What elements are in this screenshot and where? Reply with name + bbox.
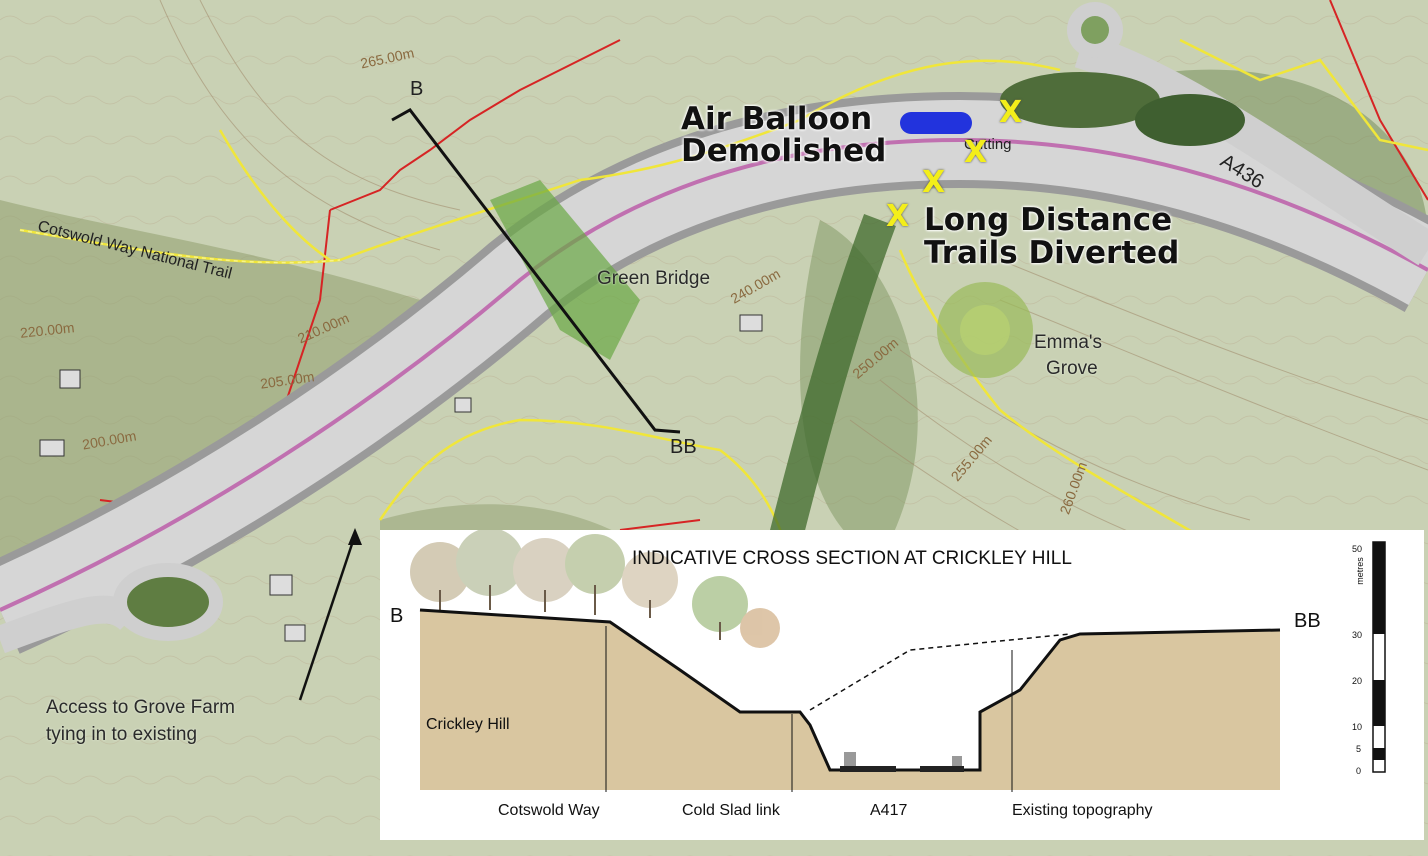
emmas-grove-label-2: Grove <box>1046 358 1098 379</box>
scale-tick: 20 <box>1352 676 1363 686</box>
air-balloon-label: Air Balloon <box>681 101 873 137</box>
road-centerline <box>0 137 1428 612</box>
green-bridge-label: Green Bridge <box>597 268 711 289</box>
scale-tick: 5 <box>1356 744 1362 754</box>
pond <box>1000 72 1160 128</box>
ground-section <box>420 610 1280 790</box>
scale-tick: 30 <box>1352 630 1363 640</box>
cutting-label: Cutting <box>964 136 1012 153</box>
long-distance-label: Long Distance <box>924 202 1173 238</box>
scale-tick: 10 <box>1352 722 1363 732</box>
emmas-grove-label: Emma's <box>1034 332 1103 353</box>
diversion-marker[interactable]: X <box>964 135 988 170</box>
section-start-label: B <box>410 78 424 100</box>
cold-slad-corridor <box>763 214 896 565</box>
existing-topography-line <box>809 633 1071 711</box>
scale-unit-label: metres <box>1354 557 1365 585</box>
roundabout <box>113 563 223 641</box>
scale-tick: 50 <box>1352 544 1363 554</box>
road-surface <box>840 766 896 772</box>
cross-section-inset: INDICATIVE CROSS SECTION AT CRICKLEY HIL… <box>380 530 1424 840</box>
access-label: Access to Grove Farm <box>46 697 235 718</box>
access-arrow <box>298 534 357 701</box>
ground-profile <box>419 608 1281 772</box>
existing-topography-label: Existing topography <box>1012 802 1153 819</box>
boundary-line <box>329 39 621 211</box>
crickley-hill-label: Crickley Hill <box>426 716 510 733</box>
a417-label: A417 <box>870 802 908 819</box>
scale-tick: 0 <box>1356 766 1362 776</box>
a436-road <box>1074 32 1428 266</box>
section-line <box>391 108 681 434</box>
cotswold-way-label: Cotswold Way <box>498 802 600 819</box>
diversion-marker[interactable]: X <box>886 199 910 234</box>
access-label-2: tying in to existing <box>46 724 198 745</box>
cross-section-title: INDICATIVE CROSS SECTION AT CRICKLEY HIL… <box>632 548 1072 569</box>
green-bridge <box>490 180 640 360</box>
section-end-label: BB <box>670 436 697 458</box>
diversion-marker[interactable]: X <box>922 165 946 200</box>
cross-section-drawing <box>410 530 1386 792</box>
air-balloon-location <box>900 112 972 134</box>
demolished-label: Demolished <box>681 133 887 169</box>
section-end-bb: BB <box>1294 610 1321 632</box>
trails-diverted-label: Trails Diverted <box>924 235 1180 271</box>
woodland-area <box>800 220 918 560</box>
diversion-marker[interactable]: X <box>999 95 1023 130</box>
section-start-b: B <box>390 605 404 627</box>
cold-slad-label: Cold Slad link <box>682 802 780 819</box>
